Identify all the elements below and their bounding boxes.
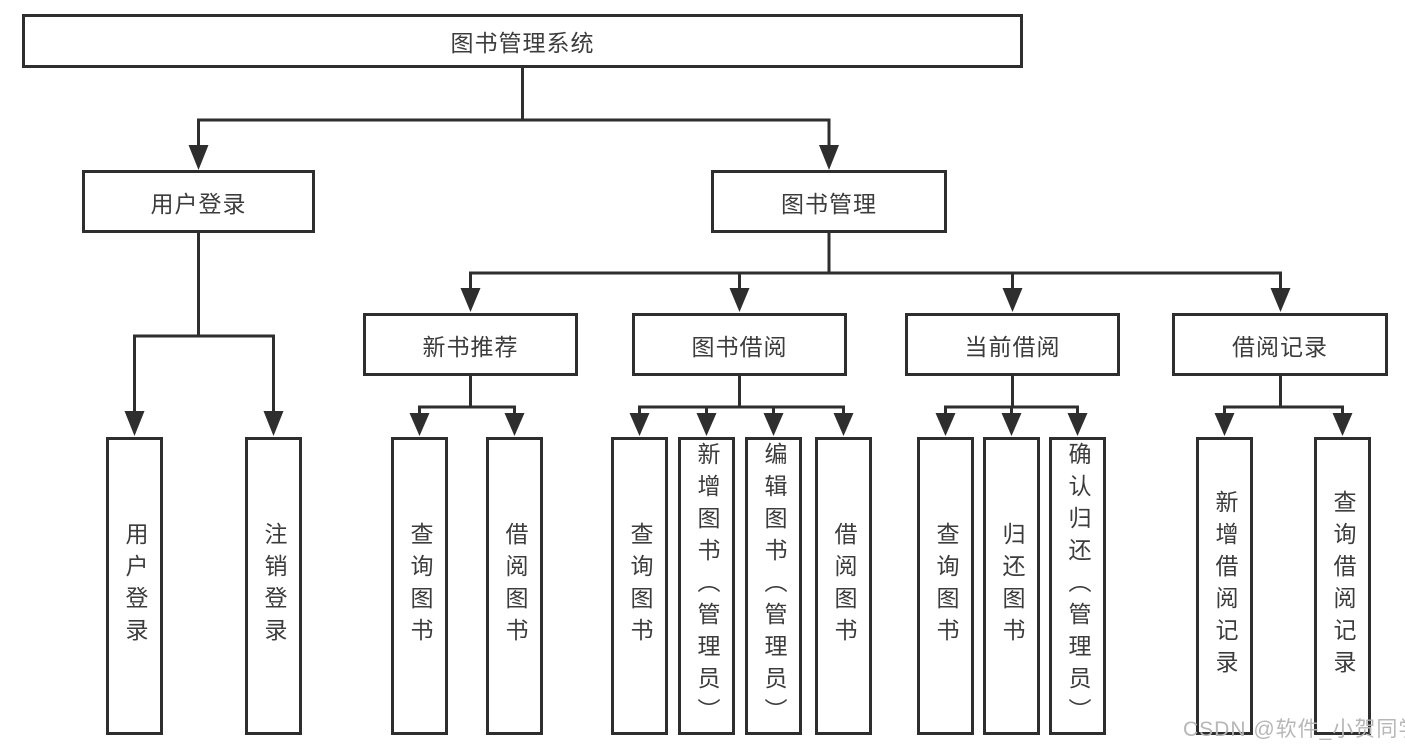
node-leaf-user-login: 用户登录 [106, 437, 163, 735]
node-borrowing-records: 借阅记录 [1172, 313, 1388, 376]
node-borrow-edit-books-admin-label: 编辑图书（管理员） [761, 442, 787, 730]
node-current-borrowing: 当前借阅 [905, 313, 1120, 376]
node-current-return-books: 归还图书 [983, 437, 1040, 735]
node-rec-query-books: 查询图书 [391, 437, 448, 735]
node-records-query-record: 查询借阅记录 [1314, 437, 1371, 735]
node-leaf-logout-label: 注销登录 [261, 522, 287, 650]
node-borrow-edit-books-admin: 编辑图书（管理员） [745, 437, 802, 735]
node-current-confirm-return-admin: 确认归还（管理员） [1049, 437, 1106, 735]
node-current-query-books-label: 查询图书 [933, 522, 959, 650]
node-rec-borrow-books-label: 借阅图书 [502, 522, 528, 650]
node-borrow-borrow-books-label: 借阅图书 [831, 522, 857, 650]
node-records-query-record-label: 查询借阅记录 [1330, 490, 1356, 682]
node-borrow-query-books: 查询图书 [611, 437, 668, 735]
node-borrow-borrow-books: 借阅图书 [815, 437, 872, 735]
node-current-return-books-label: 归还图书 [999, 522, 1025, 650]
node-borrow-add-books-admin-label: 新增图书（管理员） [694, 442, 720, 730]
node-user-login: 用户登录 [82, 170, 315, 233]
node-borrow-add-books-admin: 新增图书（管理员） [678, 437, 735, 735]
node-book-borrowing: 图书借阅 [632, 313, 847, 376]
csdn-watermark: CSDN @软件_小贺同学 [1183, 718, 1405, 741]
node-leaf-logout: 注销登录 [245, 437, 302, 735]
node-new-book-recommend: 新书推荐 [363, 313, 578, 376]
node-book-management: 图书管理 [711, 170, 947, 233]
node-rec-borrow-books: 借阅图书 [486, 437, 543, 735]
node-current-confirm-return-admin-label: 确认归还（管理员） [1065, 442, 1091, 730]
node-records-add-record-label: 新增借阅记录 [1212, 490, 1238, 682]
node-library-management-system: 图书管理系统 [22, 14, 1023, 68]
node-rec-query-books-label: 查询图书 [407, 522, 433, 650]
node-records-add-record: 新增借阅记录 [1196, 437, 1253, 735]
node-leaf-user-login-label: 用户登录 [122, 522, 148, 650]
node-borrow-query-books-label: 查询图书 [627, 522, 653, 650]
node-current-query-books: 查询图书 [917, 437, 974, 735]
